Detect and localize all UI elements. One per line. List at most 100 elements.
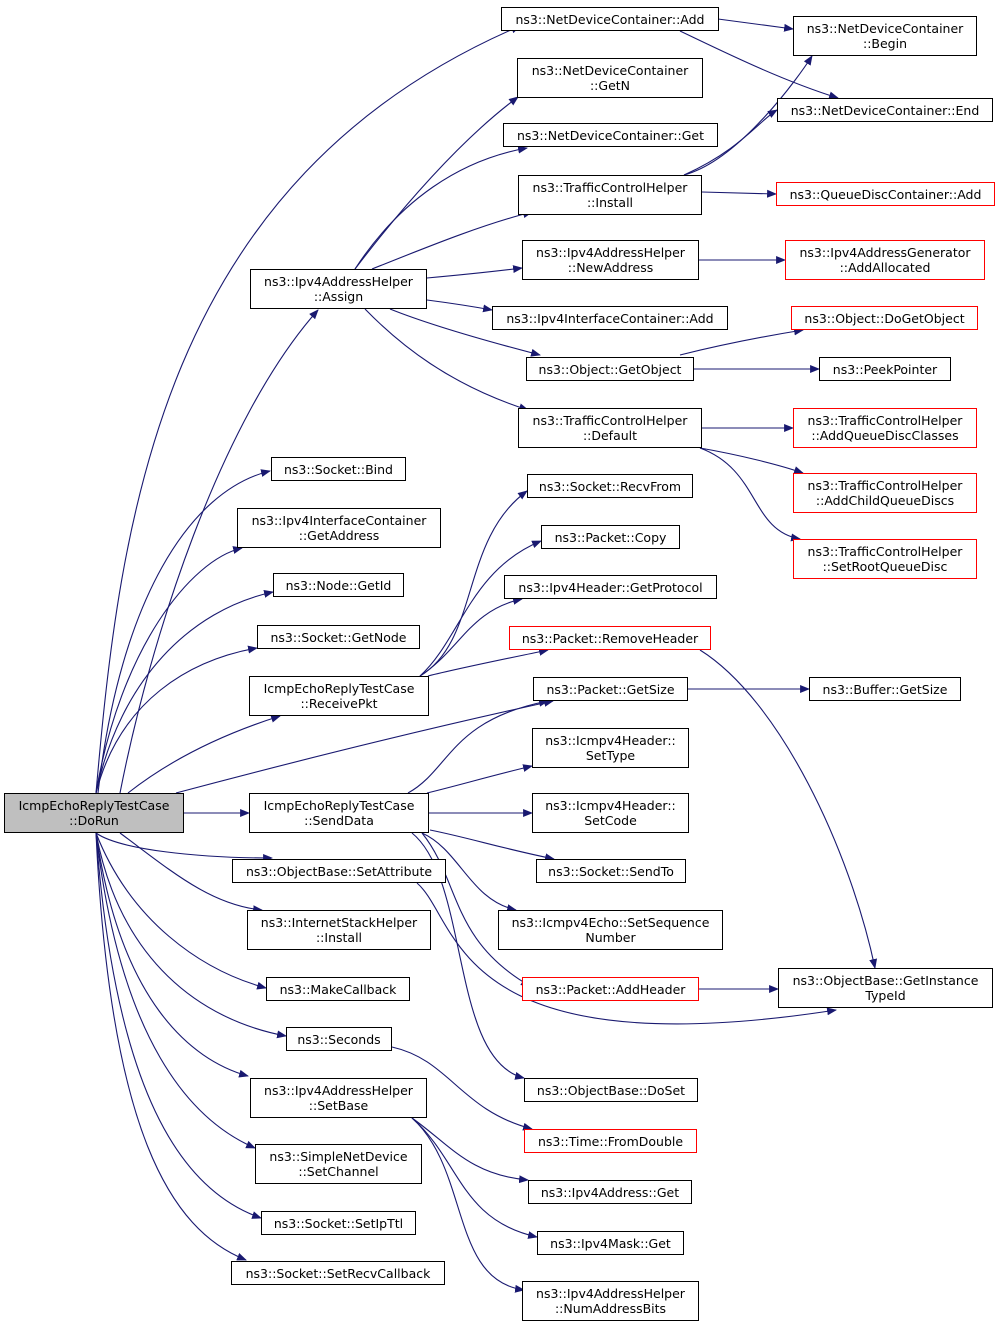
node-peekpointer[interactable]: ns3::PeekPointer bbox=[819, 357, 951, 381]
call-edge bbox=[95, 645, 258, 794]
node-socket-setipttl[interactable]: ns3::Socket::SetIpTtl bbox=[261, 1211, 416, 1235]
node-seconds[interactable]: ns3::Seconds bbox=[286, 1027, 392, 1051]
node-objectbase-doset[interactable]: ns3::ObjectBase::DoSet bbox=[524, 1078, 698, 1102]
node-ipv4addresshelper-assign[interactable]: ns3::Ipv4AddressHelper ::Assign bbox=[250, 269, 427, 309]
call-edge bbox=[407, 698, 549, 794]
call-edge bbox=[175, 699, 554, 794]
call-edge bbox=[95, 546, 243, 794]
call-edge bbox=[364, 308, 529, 412]
node-label: ns3::QueueDiscContainer::Add bbox=[789, 186, 982, 202]
node-packet-removeheader[interactable]: ns3::Packet::RemoveHeader bbox=[509, 626, 711, 650]
node-trafficcontrolhelper-install[interactable]: ns3::TrafficControlHelper ::Install bbox=[518, 175, 702, 215]
node-packet-getsize[interactable]: ns3::Packet::GetSize bbox=[533, 677, 688, 701]
node-label: ::NumAddressBits bbox=[554, 1301, 667, 1316]
node-label: ::ReceivePkt bbox=[300, 696, 378, 711]
node-label: ns3::Packet::GetSize bbox=[546, 681, 675, 697]
node-label: ns3::Icmpv4Echo::SetSequence bbox=[511, 915, 710, 930]
node-netdevicecontainer-getn[interactable]: ns3::NetDeviceContainer ::GetN bbox=[517, 58, 703, 98]
node-buffer-getsize[interactable]: ns3::Buffer::GetSize bbox=[809, 677, 961, 701]
call-edge bbox=[679, 30, 839, 100]
node-socket-bind[interactable]: ns3::Socket::Bind bbox=[271, 457, 406, 481]
node-ipv4interfacecontainer-getaddress[interactable]: ns3::Ipv4InterfaceContainer ::GetAddress bbox=[237, 508, 441, 548]
node-socket-setrecvcallback[interactable]: ns3::Socket::SetRecvCallback bbox=[231, 1261, 445, 1285]
node-label: ns3::TrafficControlHelper bbox=[532, 413, 688, 428]
node-ipv4address-get[interactable]: ns3::Ipv4Address::Get bbox=[528, 1180, 692, 1204]
node-objectbase-getinstancetypeid[interactable]: ns3::ObjectBase::GetInstance TypeId bbox=[778, 968, 993, 1008]
node-ipv4addresshelper-numaddressbits[interactable]: ns3::Ipv4AddressHelper ::NumAddressBits bbox=[522, 1281, 699, 1321]
node-label: ns3::Ipv4Mask::Get bbox=[550, 1235, 671, 1251]
node-object-getobject[interactable]: ns3::Object::GetObject bbox=[526, 357, 694, 381]
node-netdevicecontainer-add[interactable]: ns3::NetDeviceContainer::Add bbox=[501, 7, 719, 31]
node-trafficcontrolhelper-default[interactable]: ns3::TrafficControlHelper ::Default bbox=[518, 408, 702, 448]
node-trafficcontrolhelper-setrootqueuedisc[interactable]: ns3::TrafficControlHelper ::SetRootQueue… bbox=[793, 539, 977, 579]
node-label: ::AddQueueDiscClasses bbox=[811, 428, 959, 443]
node-label: ns3::SimpleNetDevice bbox=[269, 1149, 408, 1164]
node-queuedisccontainer-add[interactable]: ns3::QueueDiscContainer::Add bbox=[776, 182, 995, 206]
node-socket-sendto[interactable]: ns3::Socket::SendTo bbox=[536, 859, 686, 883]
node-packet-copy[interactable]: ns3::Packet::Copy bbox=[541, 525, 680, 549]
node-label: ns3::Object::GetObject bbox=[538, 361, 682, 377]
call-edge bbox=[421, 832, 531, 987]
node-time-fromdouble[interactable]: ns3::Time::FromDouble bbox=[524, 1129, 697, 1153]
node-label: ns3::Socket::Bind bbox=[284, 461, 393, 477]
node-label: ns3::NetDeviceContainer::Get bbox=[516, 127, 705, 143]
node-label: ns3::Ipv4AddressHelper bbox=[536, 245, 685, 260]
call-edge bbox=[95, 25, 521, 794]
node-ipv4header-getprotocol[interactable]: ns3::Ipv4Header::GetProtocol bbox=[504, 575, 717, 599]
node-label: ns3::Ipv4AddressHelper bbox=[264, 274, 413, 289]
node-ipv4interfacecontainer-add[interactable]: ns3::Ipv4InterfaceContainer::Add bbox=[492, 306, 728, 330]
node-socket-getnode[interactable]: ns3::Socket::GetNode bbox=[257, 625, 420, 649]
call-edge bbox=[699, 649, 878, 969]
node-netdevicecontainer-begin[interactable]: ns3::NetDeviceContainer ::Begin bbox=[793, 16, 977, 56]
call-edge bbox=[354, 96, 519, 270]
call-edge bbox=[354, 145, 528, 270]
node-objectbase-setattribute[interactable]: ns3::ObjectBase::SetAttribute bbox=[232, 859, 446, 883]
call-edge bbox=[426, 299, 493, 313]
call-edge bbox=[411, 1117, 538, 1239]
node-icmpv4header-setcode[interactable]: ns3::Icmpv4Header:: SetCode bbox=[532, 793, 689, 833]
node-ipv4addresshelper-newaddress[interactable]: ns3::Ipv4AddressHelper ::NewAddress bbox=[522, 240, 699, 280]
call-edge bbox=[95, 832, 249, 1078]
call-edge bbox=[683, 55, 813, 176]
node-label: ns3::Socket::SetIpTtl bbox=[273, 1215, 404, 1231]
node-icmpechoreplytestcase-senddata[interactable]: IcmpEchoReplyTestCase ::SendData bbox=[249, 793, 429, 833]
node-label: ns3::Seconds bbox=[297, 1031, 381, 1047]
call-edge bbox=[97, 469, 271, 794]
node-simplenetdevice-setchannel[interactable]: ns3::SimpleNetDevice ::SetChannel bbox=[255, 1144, 422, 1184]
node-label: ::Begin bbox=[862, 36, 908, 51]
node-ipv4addressgenerator-addallocated[interactable]: ns3::Ipv4AddressGenerator ::AddAllocated bbox=[785, 240, 985, 280]
node-ipv4addresshelper-setbase[interactable]: ns3::Ipv4AddressHelper ::SetBase bbox=[250, 1078, 427, 1118]
node-makecallback[interactable]: ns3::MakeCallback bbox=[266, 977, 410, 1001]
node-trafficcontrolhelper-addchildqueuediscs[interactable]: ns3::TrafficControlHelper ::AddChildQueu… bbox=[793, 473, 977, 513]
call-edge bbox=[389, 308, 541, 357]
node-icmpechoreplytestcase-receivepkt[interactable]: IcmpEchoReplyTestCase ::ReceivePkt bbox=[249, 676, 429, 716]
node-socket-recvfrom[interactable]: ns3::Socket::RecvFrom bbox=[527, 474, 693, 498]
node-netdevicecontainer-get[interactable]: ns3::NetDeviceContainer::Get bbox=[503, 123, 718, 147]
call-edge bbox=[391, 1046, 533, 1131]
node-internetstackhelper-install[interactable]: ns3::InternetStackHelper ::Install bbox=[247, 910, 431, 950]
node-label: ns3::Socket::GetNode bbox=[270, 629, 407, 645]
node-icmpv4echo-setsequencenumber[interactable]: ns3::Icmpv4Echo::SetSequence Number bbox=[498, 910, 723, 950]
call-edge bbox=[119, 832, 263, 914]
node-label: ns3::TrafficControlHelper bbox=[532, 180, 688, 195]
node-label: ::GetAddress bbox=[298, 528, 380, 543]
node-netdevicecontainer-end[interactable]: ns3::NetDeviceContainer::End bbox=[777, 98, 993, 122]
node-label: ns3::NetDeviceContainer bbox=[531, 63, 689, 78]
node-label: ns3::Socket::SendTo bbox=[548, 863, 674, 879]
node-icmpv4header-settype[interactable]: ns3::Icmpv4Header:: SetType bbox=[532, 728, 689, 768]
node-packet-addheader[interactable]: ns3::Packet::AddHeader bbox=[522, 977, 699, 1001]
node-label: ns3::Icmpv4Header:: bbox=[545, 798, 676, 813]
node-label: TypeId bbox=[865, 988, 906, 1003]
call-edge bbox=[95, 832, 267, 990]
node-label: ns3::Ipv4AddressHelper bbox=[264, 1083, 413, 1098]
node-node-getid[interactable]: ns3::Node::GetId bbox=[273, 573, 404, 597]
node-ipv4mask-get[interactable]: ns3::Ipv4Mask::Get bbox=[537, 1231, 684, 1255]
node-label: ns3::ObjectBase::SetAttribute bbox=[245, 863, 433, 879]
node-label: Number bbox=[585, 930, 636, 945]
node-object-dogetobject[interactable]: ns3::Object::DoGetObject bbox=[791, 306, 978, 330]
call-edge bbox=[119, 309, 319, 794]
node-trafficcontrolhelper-addqueuediscclasses[interactable]: ns3::TrafficControlHelper ::AddQueueDisc… bbox=[793, 408, 977, 448]
node-icmpechoreplytestcase-dorun: IcmpEchoReplyTestCase ::DoRun bbox=[4, 793, 184, 833]
